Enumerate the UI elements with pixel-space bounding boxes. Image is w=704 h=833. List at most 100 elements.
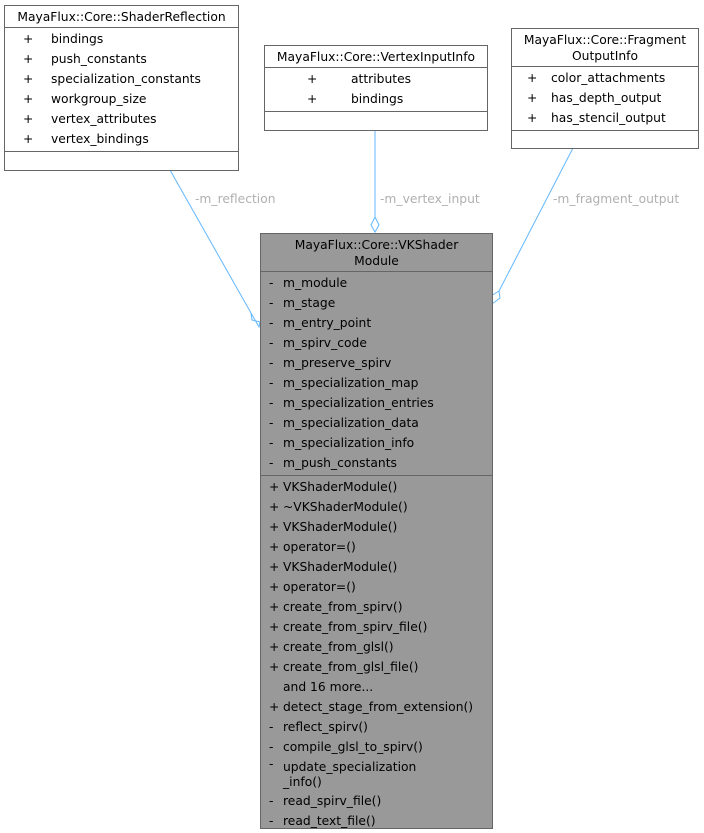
visibility-marker: + [269,560,280,574]
member-name: attributes [351,72,412,86]
member-name: has_depth_output [551,91,662,105]
class-title: MayaFlux::Core::VertexInputInfo [265,46,487,68]
class-title: MayaFlux::Core::VKShader Module [261,234,492,272]
methods-section: +VKShaderModule()+~VKShaderModule()+VKSh… [261,476,492,833]
class-fragment-output-info[interactable]: MayaFlux::Core::Fragment OutputInfo+colo… [511,28,699,149]
member-name: color_attachments [551,71,666,85]
method-row[interactable]: +operator=() [261,537,492,557]
member-name: create_from_glsl() [283,640,394,654]
attribute-row[interactable]: -m_specialization_map [261,373,492,393]
method-row[interactable]: +VKShaderModule() [261,517,492,537]
attribute-row[interactable]: -m_specialization_data [261,413,492,433]
class-shader-reflection[interactable]: MayaFlux::Core::ShaderReflection+binding… [4,5,239,171]
method-row[interactable]: -compile_glsl_to_spirv() [261,737,492,757]
method-row[interactable]: -update_specialization _info() [261,757,492,791]
visibility-marker: + [269,500,280,514]
member-name: m_specialization_info [283,436,415,450]
member-name: operator=() [283,580,356,594]
method-row[interactable]: +VKShaderModule() [261,557,492,577]
visibility-marker: - [269,356,274,370]
method-row[interactable]: -read_text_file() [261,811,492,831]
attribute-row[interactable]: -m_module [261,273,492,293]
visibility-marker: + [269,580,280,594]
class-vk-shader-module[interactable]: MayaFlux::Core::VKShader Module-m_module… [260,233,493,829]
attribute-row[interactable]: -m_entry_point [261,313,492,333]
attribute-row[interactable]: -m_specialization_entries [261,393,492,413]
attribute-row[interactable]: + has_depth_output [512,88,698,108]
attribute-row[interactable]: -m_push_constants [261,453,492,473]
attribute-row[interactable]: + attributes [265,69,487,89]
member-name: m_entry_point [283,316,372,330]
attribute-row[interactable]: +bindings [5,29,238,49]
visibility-marker: + [269,660,280,674]
member-name: read_text_file() [283,814,376,828]
method-row[interactable]: +operator=() [261,577,492,597]
visibility-marker: + [269,620,280,634]
visibility-marker: + [23,32,34,46]
visibility-marker: - [269,316,274,330]
visibility-marker: + [269,520,280,534]
attribute-row[interactable]: -m_stage [261,293,492,313]
edge-label: -m_reflection [195,192,276,206]
visibility-marker: + [269,700,280,714]
visibility-marker: - [269,416,274,430]
member-name: m_preserve_spirv [283,356,392,370]
visibility-marker: - [269,436,274,450]
attributes-section: +color_attachments + has_depth_output +has_… [512,67,698,131]
method-row[interactable]: and 16 more... [261,677,492,697]
attribute-row[interactable]: -m_preserve_spirv [261,353,492,373]
member-name: workgroup_size [51,92,147,106]
visibility-marker: - [269,276,274,290]
member-name: ~VKShaderModule() [283,500,408,514]
attribute-row[interactable]: +vertex_bindings [5,129,238,149]
member-name: push_constants [51,52,147,66]
member-name: m_spirv_code [283,336,367,350]
member-name: m_module [283,276,348,290]
attribute-row[interactable]: +color_attachments [512,68,698,88]
visibility-marker: + [307,72,318,86]
attribute-row[interactable]: -m_specialization_info [261,433,492,453]
method-row[interactable]: +create_from_glsl_file() [261,657,492,677]
member-name: has_stencil_output [551,111,666,125]
attribute-row[interactable]: +specialization_constants [5,69,238,89]
class-vertex-input-info[interactable]: MayaFlux::Core::VertexInputInfo+ attribut… [264,45,488,131]
method-row[interactable]: +~VKShaderModule() [261,497,492,517]
attribute-row[interactable]: +vertex_attributes [5,109,238,129]
attribute-row[interactable]: +has_stencil_output [512,108,698,128]
method-row[interactable]: -reflect_spirv() [261,717,492,737]
member-name: create_from_spirv_file() [283,620,428,634]
attributes-section: +bindings+push_constants+specialization_… [5,28,238,152]
attribute-row[interactable]: +workgroup_size [5,89,238,109]
visibility-marker: - [269,456,274,470]
visibility-marker: - [269,720,274,734]
visibility-marker: - [269,814,274,828]
member-name: m_specialization_map [283,376,419,390]
attribute-row[interactable]: -m_spirv_code [261,333,492,353]
member-name: bindings [351,92,404,106]
member-name: m_specialization_data [283,416,419,430]
method-row[interactable]: +create_from_glsl() [261,637,492,657]
member-name: specialization_constants [51,72,201,86]
visibility-marker: - [269,336,274,350]
member-name: VKShaderModule() [283,560,398,574]
member-name: create_from_spirv() [283,600,403,614]
methods-section [265,112,487,136]
attribute-row[interactable]: + bindings [265,89,487,109]
member-name: VKShaderModule() [283,520,398,534]
visibility-marker: + [307,92,318,106]
visibility-marker: + [527,91,538,105]
method-row[interactable]: -read_spirv_file() [261,791,492,811]
visibility-marker: - [269,296,274,310]
method-row[interactable]: +create_from_spirv() [261,597,492,617]
method-row[interactable]: +VKShaderModule() [261,477,492,497]
aggregation-diamond-icon [250,312,261,329]
edge-label: -m_vertex_input [380,192,480,206]
visibility-marker: - [269,794,274,808]
member-name: and 16 more... [283,680,374,694]
attribute-row[interactable]: +push_constants [5,49,238,69]
member-name: compile_glsl_to_spirv() [283,740,423,754]
class-title: MayaFlux::Core::ShaderReflection [5,6,238,28]
visibility-marker: + [269,600,280,614]
method-row[interactable]: +detect_stage_from_extension() [261,697,492,717]
method-row[interactable]: +create_from_spirv_file() [261,617,492,637]
